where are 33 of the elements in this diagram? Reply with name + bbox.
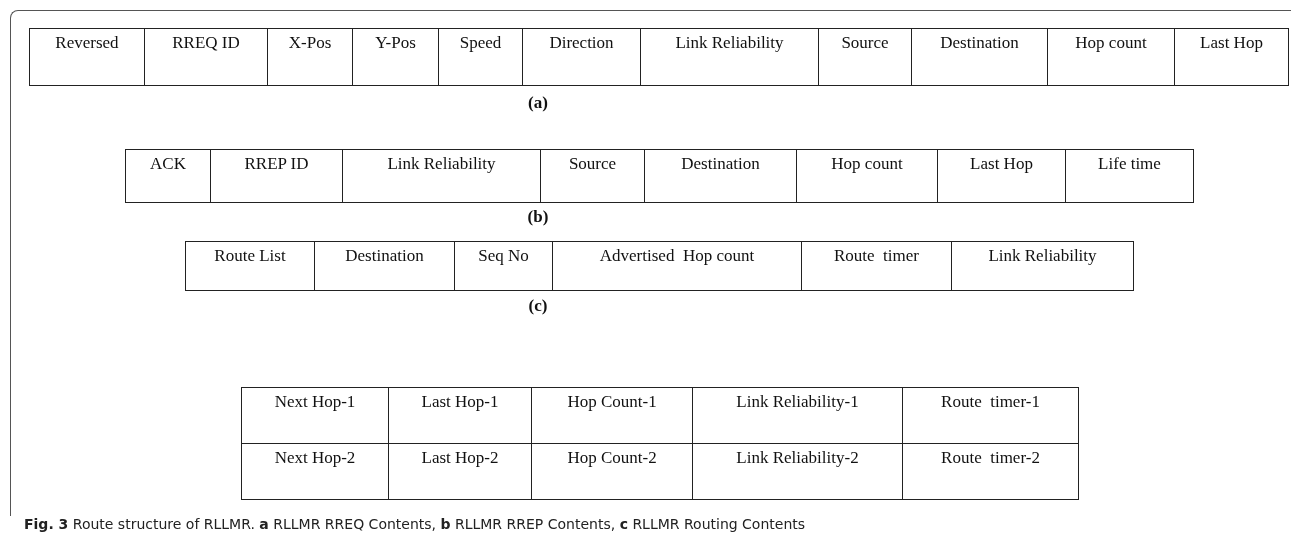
table-cell: Route timer-2: [902, 443, 1079, 500]
table-cell: Last Hop: [937, 149, 1066, 203]
subfigure-label: (a): [528, 93, 548, 113]
table-cell: ACK: [125, 149, 211, 203]
table-cell: RREQ ID: [144, 28, 268, 86]
table-cell: Reversed: [29, 28, 145, 86]
table-cell: Link Reliability: [342, 149, 541, 203]
table-cell: Y-Pos: [352, 28, 439, 86]
table-cell: Destination: [314, 241, 455, 291]
table-cell: Advertised Hop count: [552, 241, 802, 291]
table-cell: Last Hop: [1174, 28, 1289, 86]
table-cell: Direction: [522, 28, 641, 86]
figure-caption: Fig. 3 Route structure of RLLMR. a RLLMR RREQ Contents, b RLLMR RREP Contents, c RLLMR Routing Contents: [24, 516, 806, 532]
table-cell: Route List: [185, 241, 315, 291]
subfigure-label: (b): [527, 207, 549, 227]
table-cell: Route timer: [801, 241, 952, 291]
subfigure-label: (c): [528, 296, 548, 316]
table-cell: Life time: [1065, 149, 1194, 203]
table-cell: Speed: [438, 28, 523, 86]
table-cell: X-Pos: [267, 28, 353, 86]
table-cell: Source: [540, 149, 645, 203]
table-cell: Hop count: [1047, 28, 1175, 86]
table-cell: Link Reliability: [951, 241, 1134, 291]
table-cell: Next Hop-2: [241, 443, 389, 500]
table-cell: Seq No: [454, 241, 553, 291]
table-cell: RREP ID: [210, 149, 343, 203]
table-cell: Hop count: [796, 149, 938, 203]
table-cell: Link Reliability: [640, 28, 819, 86]
table-cell: Next Hop-1: [241, 387, 389, 444]
table-cell: Route timer-1: [902, 387, 1079, 444]
table-cell: Destination: [911, 28, 1048, 86]
table-cell: Source: [818, 28, 912, 86]
table-cell: Destination: [644, 149, 797, 203]
